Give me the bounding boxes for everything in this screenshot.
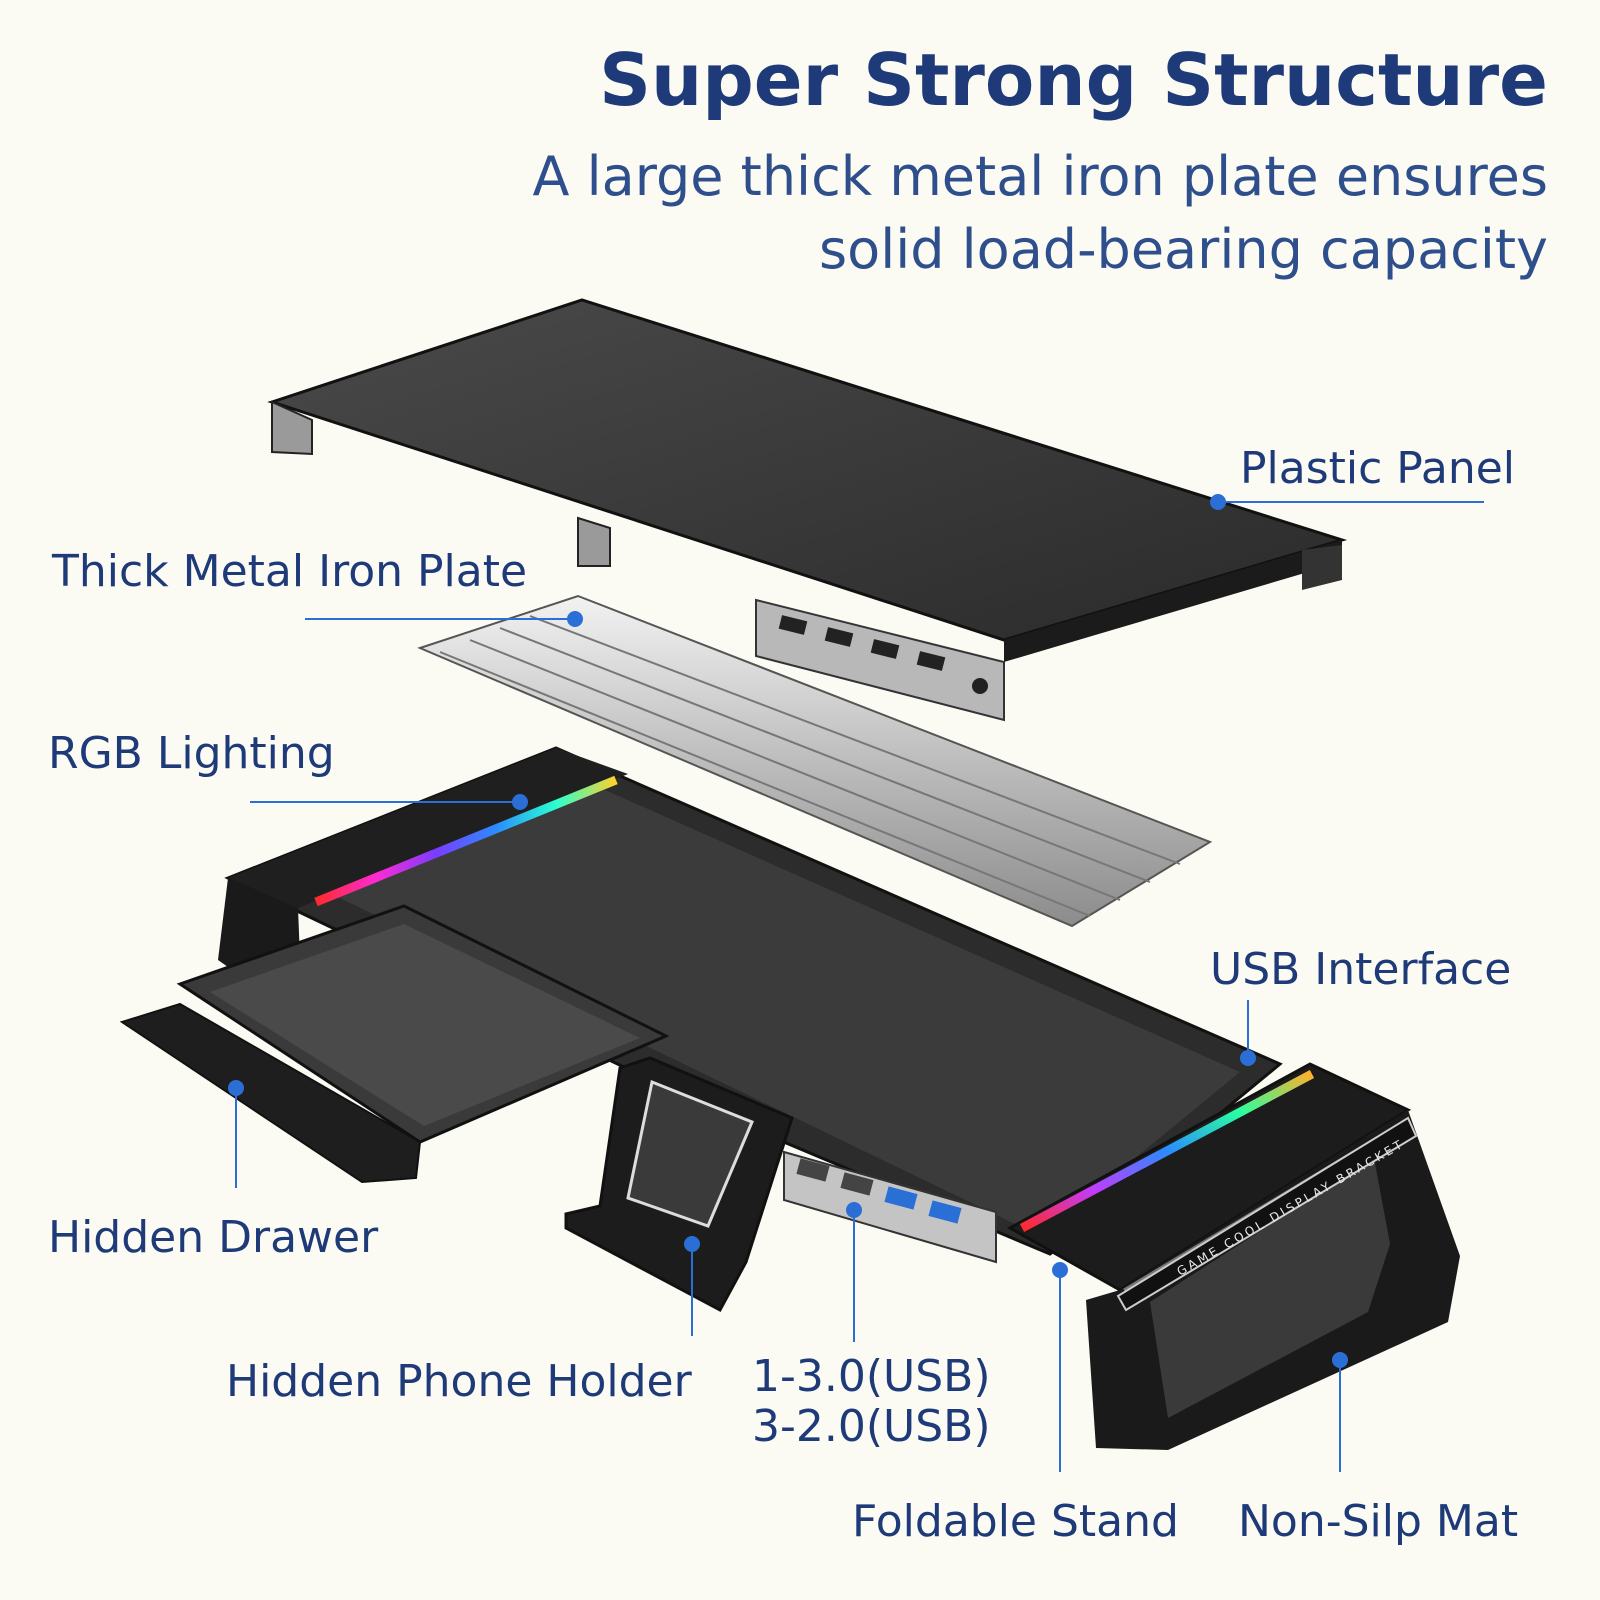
subtitle-line-1: A large thick metal iron plate ensures [532, 145, 1548, 208]
callouts [228, 494, 1484, 1472]
base-tray-part [218, 746, 1460, 1450]
label-phone-holder: Hidden Phone Holder [226, 1356, 692, 1407]
label-non-slip-mat: Non-Silp Mat [1238, 1496, 1519, 1547]
plastic-panel-part [267, 298, 1348, 722]
label-hidden-drawer: Hidden Drawer [48, 1212, 379, 1263]
label-rgb-lighting: RGB Lighting [48, 728, 335, 779]
phone-holder-part [564, 1056, 794, 1313]
subtitle-line-2: solid load-bearing capacity [819, 218, 1548, 281]
label-usb-spec: 1-3.0(USB) 3-2.0(USB) [752, 1352, 991, 1452]
metal-plate-part [417, 594, 1213, 928]
hidden-drawer-part [119, 904, 670, 1184]
page-subtitle: A large thick metal iron plate ensures s… [348, 140, 1548, 286]
label-metal-plate: Thick Metal Iron Plate [52, 546, 528, 597]
label-plastic-panel: Plastic Panel [1240, 443, 1515, 494]
usb-spec-line-1: 1-3.0(USB) [752, 1351, 991, 1402]
page-title: Super Strong Structure [599, 38, 1548, 122]
label-foldable-stand: Foldable Stand [852, 1496, 1179, 1547]
label-usb-interface: USB Interface [1210, 944, 1512, 995]
usb-spec-line-2: 3-2.0(USB) [752, 1401, 991, 1452]
